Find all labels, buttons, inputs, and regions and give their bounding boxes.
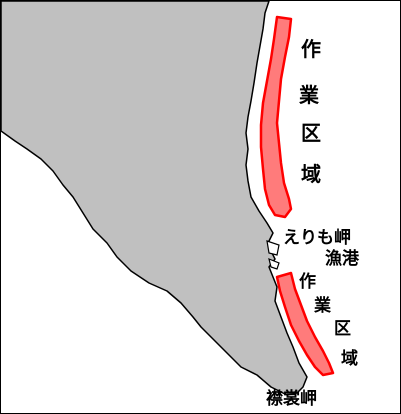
cape-label: 襟裳岬 — [266, 389, 317, 409]
work-zone-north — [259, 15, 293, 219]
port-breakwater — [266, 240, 280, 256]
zone-north-char-1: 作 — [301, 37, 321, 61]
zone-south-char-1: 作 — [299, 272, 316, 292]
work-zone-south — [275, 271, 335, 377]
zone-south-char-4: 域 — [341, 349, 358, 369]
zone-north-char-2: 業 — [299, 83, 319, 107]
zone-south-char-3: 区 — [334, 319, 351, 339]
port-label-line2: 漁港 — [325, 249, 359, 269]
zone-north-char-3: 区 — [301, 121, 321, 145]
port-label-line1: えりも岬 — [283, 228, 351, 248]
port-pier — [268, 258, 280, 270]
land-mass — [1, 1, 308, 396]
zone-south-char-2: 業 — [314, 296, 331, 316]
zone-north-char-4: 域 — [301, 162, 321, 186]
